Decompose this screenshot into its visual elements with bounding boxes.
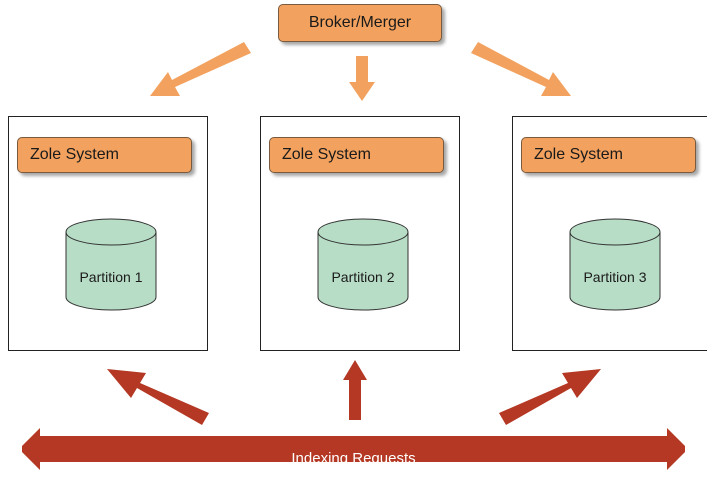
partition-cylinder-1: Partition 1 xyxy=(65,217,157,313)
system-frame-1: Zole System Partition 1 xyxy=(8,116,208,351)
partition-label: Partition 2 xyxy=(331,269,395,285)
broker-arrow-left xyxy=(150,42,251,96)
system-frame-2: Zole System Partition 2 xyxy=(260,116,460,351)
indexing-arrow-center xyxy=(343,360,367,420)
zole-system-label: Zole System xyxy=(30,146,119,163)
system-frame-3: Zole System Partition 3 xyxy=(512,116,707,351)
broker-merger-box: Broker/Merger xyxy=(278,4,442,42)
indexing-double-arrow xyxy=(22,428,685,470)
broker-arrows xyxy=(150,42,571,101)
partition-cylinder-3: Partition 3 xyxy=(569,217,661,313)
zole-system-box-3: Zole System xyxy=(521,137,696,173)
zole-system-label: Zole System xyxy=(534,146,623,163)
zole-system-box-2: Zole System xyxy=(269,137,444,173)
indexing-arrow-left xyxy=(107,369,209,425)
database-cylinder-icon xyxy=(65,218,157,311)
broker-arrow-right xyxy=(471,42,571,96)
database-cylinder-icon xyxy=(569,218,661,311)
partition-label: Partition 3 xyxy=(583,269,647,285)
zole-system-box-1: Zole System xyxy=(17,137,192,173)
indexing-arrows xyxy=(22,360,685,470)
broker-arrow-center xyxy=(349,56,375,101)
partition-cylinder-2: Partition 2 xyxy=(317,217,409,313)
broker-merger-label: Broker/Merger xyxy=(308,14,412,31)
database-cylinder-icon xyxy=(317,218,409,311)
zole-system-label: Zole System xyxy=(282,146,371,163)
indexing-arrow-right xyxy=(499,369,601,425)
indexing-requests-label: Indexing Requests xyxy=(291,450,416,467)
partition-label: Partition 1 xyxy=(79,269,143,285)
